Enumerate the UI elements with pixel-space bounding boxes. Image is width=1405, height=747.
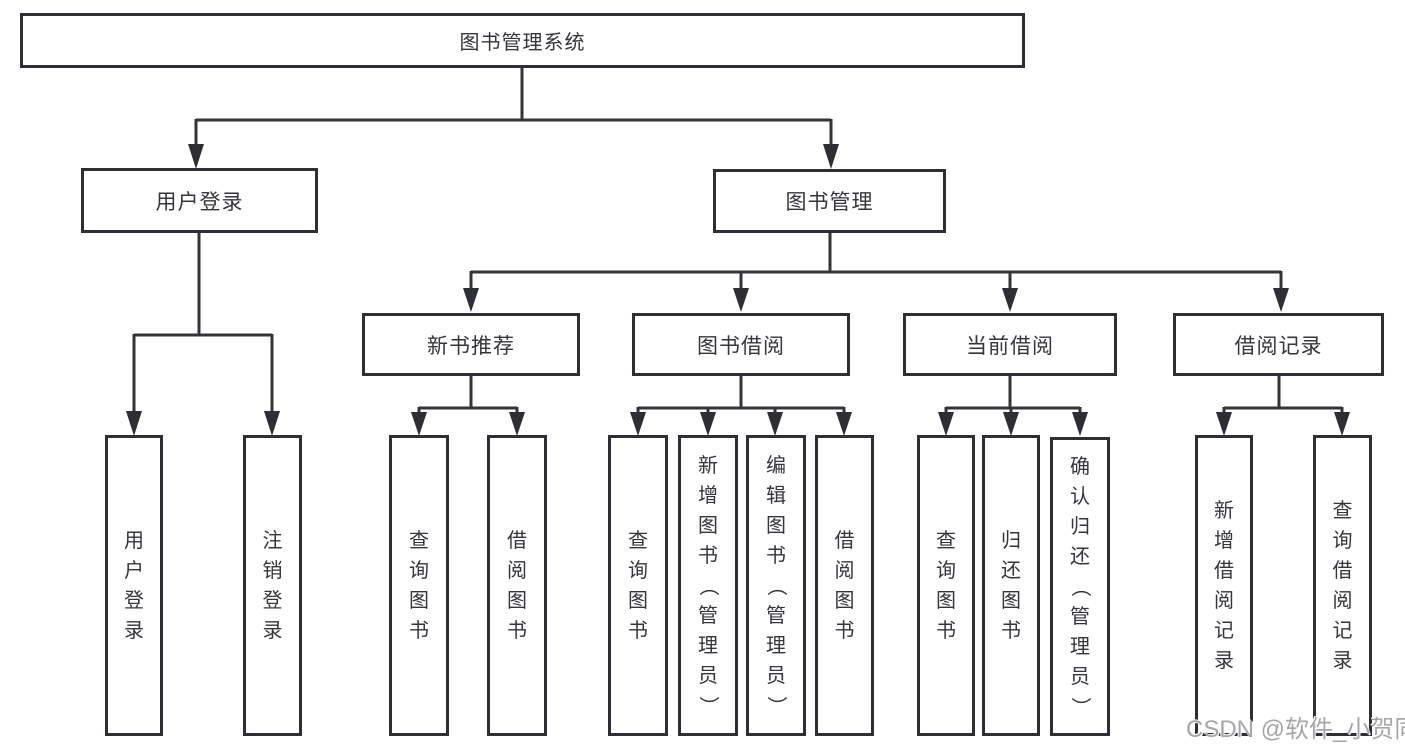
- arrowhead: [1003, 412, 1019, 436]
- node-logout: 注销登录: [243, 435, 302, 736]
- node-edit-books-admin: 编辑图书（管理员）: [746, 435, 806, 736]
- node-query-books-1: 查询图书: [389, 435, 449, 736]
- arrowhead: [411, 412, 427, 436]
- node-query-books-3: 查询图书: [917, 435, 975, 736]
- arrowhead: [1072, 412, 1088, 436]
- node-borrowing-records: 借阅记录: [1173, 313, 1384, 376]
- node-borrow-books-1: 借阅图书: [487, 435, 547, 736]
- arrowhead: [1334, 412, 1350, 436]
- arrowhead: [630, 412, 646, 436]
- csdn-watermark: CSDN @软件_小贺同学: [1186, 716, 1405, 743]
- node-query-books-2: 查询图书: [608, 435, 668, 736]
- arrowhead: [188, 144, 204, 169]
- node-borrow-books-2: 借阅图书: [815, 435, 874, 736]
- arrowhead: [938, 412, 954, 436]
- arrowhead: [1002, 288, 1018, 312]
- node-add-borrow-record: 新增借阅记录: [1195, 435, 1253, 736]
- arrowhead: [823, 144, 839, 169]
- node-user-login: 用户登录: [81, 168, 318, 233]
- node-current-borrowing: 当前借阅: [903, 313, 1117, 376]
- arrowhead: [767, 412, 783, 436]
- node-add-books-admin: 新增图书（管理员）: [678, 435, 738, 736]
- arrowhead: [1216, 412, 1232, 436]
- node-confirm-return-admin: 确认归还（管理员）: [1050, 437, 1110, 736]
- arrowhead: [700, 412, 716, 436]
- arrowhead: [264, 411, 280, 436]
- arrowhead: [509, 412, 525, 436]
- node-return-books: 归还图书: [982, 435, 1040, 736]
- node-user-login-leaf: 用户登录: [105, 435, 163, 736]
- node-system-root: 图书管理系统: [20, 13, 1025, 68]
- node-book-borrowing: 图书借阅: [632, 313, 850, 376]
- arrowhead: [126, 411, 142, 436]
- node-book-management: 图书管理: [713, 169, 946, 233]
- arrowhead: [463, 288, 479, 312]
- node-query-borrow-record: 查询借阅记录: [1313, 435, 1372, 736]
- arrowhead: [1273, 288, 1289, 312]
- arrowhead: [836, 412, 852, 436]
- arrowhead: [733, 288, 749, 312]
- node-new-book-recommend: 新书推荐: [362, 313, 580, 376]
